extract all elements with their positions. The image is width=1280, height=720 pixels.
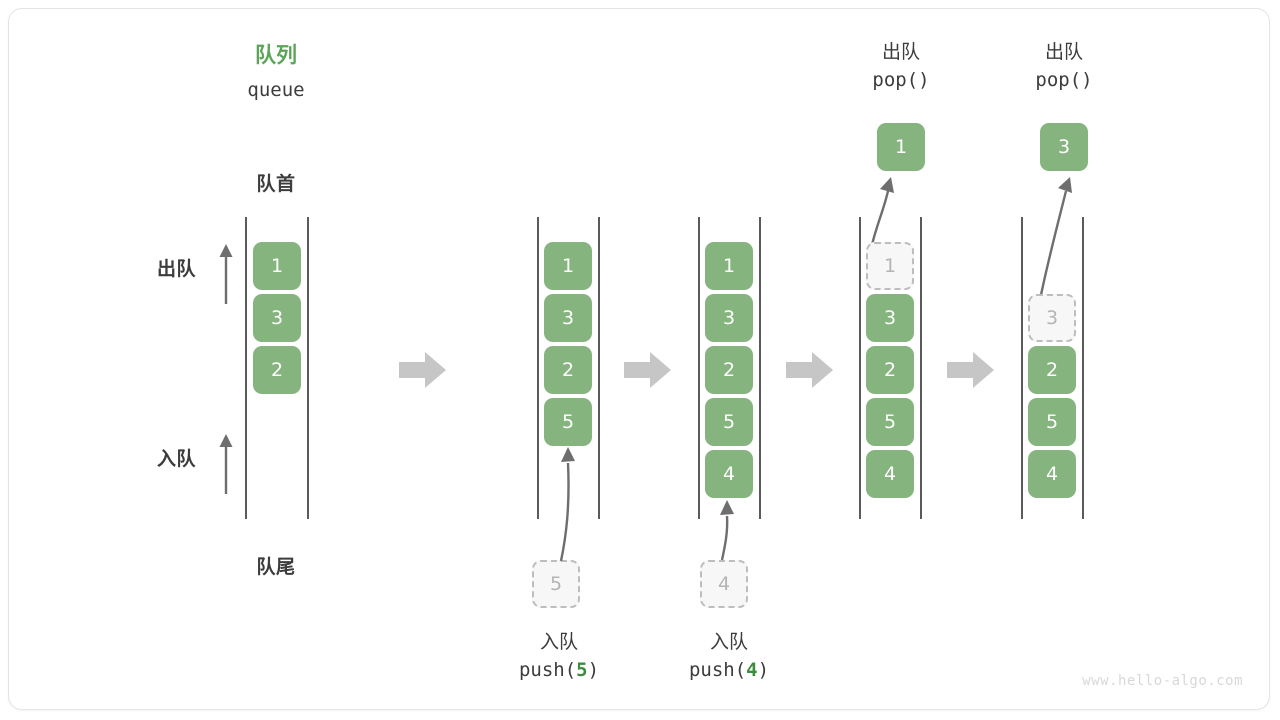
push-call-value: 4 [746, 658, 758, 681]
pop-call: pop() [872, 68, 930, 91]
queue-cell: 5 [705, 398, 753, 446]
queue-cell: 3 [253, 294, 301, 342]
queue-cell: 5 [1028, 398, 1076, 446]
diagram-card: 队列 queue 队首 队尾 出队 入队 1 3 2 1 3 2 5 5 [8, 8, 1270, 710]
push-call-suffix: ) [587, 658, 600, 681]
diagram-title-cn: 队列 [255, 43, 297, 67]
push-call-prefix: push( [688, 658, 747, 681]
push-call-value: 5 [576, 658, 588, 681]
queue-cell: 2 [705, 346, 753, 394]
queue-cell-ghost: 1 [866, 242, 914, 290]
push-4-caption: 入队 push(4) [649, 629, 809, 684]
popped-cell: 3 [1040, 123, 1088, 171]
pop-label-cn: 出队 [881, 41, 920, 63]
dequeue-direction-arrow-icon [219, 244, 233, 304]
flow-arrow-icon [624, 352, 671, 388]
rail-right [920, 217, 922, 519]
rail-left [537, 217, 539, 519]
rail-right [1082, 217, 1084, 519]
queue-cell: 1 [705, 242, 753, 290]
queue-cell: 5 [866, 398, 914, 446]
queue-cell: 1 [253, 242, 301, 290]
push-arrow-icon [720, 500, 734, 561]
pop-arrow-icon [870, 177, 894, 246]
push-label-cn: 入队 [709, 631, 748, 653]
queue-cell: 4 [705, 450, 753, 498]
queue-cell: 5 [544, 398, 592, 446]
queue-cell: 3 [544, 294, 592, 342]
rail-right [759, 217, 761, 519]
enqueue-direction-label: 入队 [157, 448, 197, 470]
queue-cell: 2 [253, 346, 301, 394]
pop-call: pop() [1035, 68, 1093, 91]
push-arrow-icon [559, 447, 575, 562]
pop-1-caption: 出队 pop() [821, 39, 981, 94]
queue-cell: 3 [866, 294, 914, 342]
push-call: push(4) [649, 657, 809, 685]
diagram-title-en: queue [247, 79, 305, 101]
push-ghost-cell: 5 [532, 560, 580, 608]
rail-right [307, 217, 309, 519]
push-ghost-cell: 4 [700, 560, 748, 608]
push-call: push(5) [479, 657, 639, 685]
queue-cell: 4 [866, 450, 914, 498]
queue-cell: 3 [705, 294, 753, 342]
push-5-caption: 入队 push(5) [479, 629, 639, 684]
rail-left [698, 217, 700, 519]
enqueue-direction-arrow-icon [219, 434, 233, 494]
pop-arrow-icon [1039, 177, 1072, 296]
front-label: 队首 [256, 173, 296, 195]
queue-cell-ghost: 3 [1028, 294, 1076, 342]
queue-cell: 2 [866, 346, 914, 394]
push-label-cn: 入队 [539, 631, 578, 653]
rail-left [1021, 217, 1023, 519]
push-call-suffix: ) [757, 658, 770, 681]
queue-cell: 1 [544, 242, 592, 290]
queue-cell: 2 [544, 346, 592, 394]
queue-cell: 4 [1028, 450, 1076, 498]
flow-arrow-icon [399, 352, 446, 388]
rail-right [598, 217, 600, 519]
rear-label: 队尾 [256, 556, 296, 578]
watermark: www.hello-algo.com [1082, 673, 1243, 689]
rail-left [859, 217, 861, 519]
popped-cell: 1 [877, 123, 925, 171]
pop-3-caption: 出队 pop() [984, 39, 1144, 94]
rail-left [245, 217, 247, 519]
flow-arrow-icon [786, 352, 833, 388]
dequeue-direction-label: 出队 [157, 258, 197, 280]
push-call-prefix: push( [518, 658, 577, 681]
flow-arrow-icon [947, 352, 994, 388]
queue-cell: 2 [1028, 346, 1076, 394]
pop-label-cn: 出队 [1044, 41, 1083, 63]
